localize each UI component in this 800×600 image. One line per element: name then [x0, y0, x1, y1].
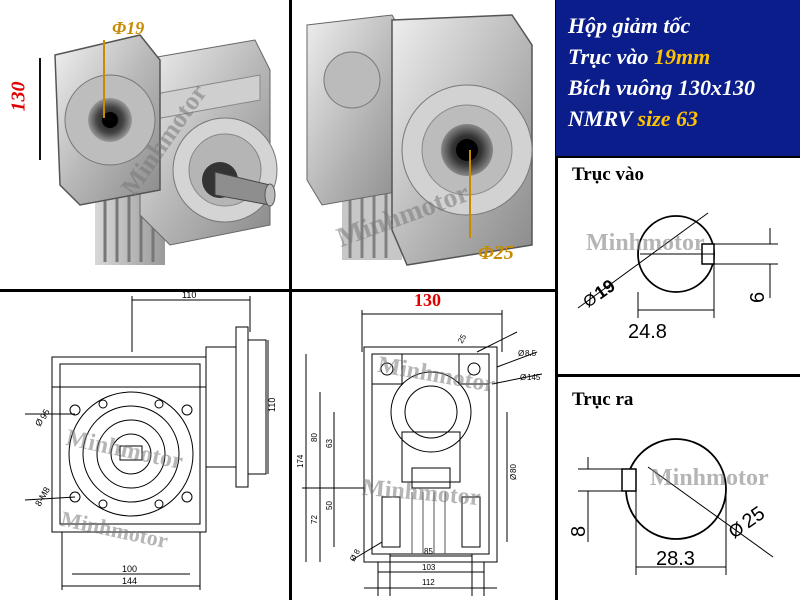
input-shaft-drawing: 24.8 6 Ø 19 — [577, 212, 778, 343]
side-dim-w1: 85 — [424, 547, 433, 556]
watermark-output-shaft: Minhmotor — [650, 465, 769, 491]
watermark-input-shaft: Minhmotor — [586, 230, 705, 256]
side-dim-hole: 8 — [352, 547, 362, 556]
side-dim-d2: 8.5 — [525, 349, 537, 358]
front-dim-total: 144 — [122, 576, 137, 586]
side-dim-d4: 80 — [509, 464, 518, 473]
side-dim-h1: 174 — [296, 454, 305, 468]
side-dim-d1: 25 — [456, 332, 469, 345]
front-view-drawing: 110 110 Ø 95 8-M8 100 144 — [24, 292, 277, 590]
title-line-2: Trục vào 19mm — [568, 41, 800, 72]
side-view-drawing: 25 Ø 8.5 Ø 145 174 80 63 72 50 Ø 80 Ø 8 … — [296, 310, 543, 596]
product-photo-side: Φ25 Minhmotor — [292, 0, 555, 289]
input-shaft-title: Trục vào — [572, 164, 644, 185]
front-dim-hole: 95 — [38, 407, 52, 421]
input-shaft-panel: Trục vào 24.8 6 Ø 19 Minhmotor — [558, 158, 800, 374]
gearbox-photo-1 — [39, 34, 278, 265]
front-dim-bolt: 8-M8 — [33, 485, 52, 508]
flange-height-label: 130 — [7, 81, 30, 112]
output-shaft-title: Trục ra — [572, 389, 634, 410]
side-dim-h2: 80 — [310, 433, 319, 442]
divider-h-left — [0, 289, 556, 292]
front-dim-hole-symbol: Ø — [33, 417, 45, 428]
divider-v-main — [555, 0, 558, 600]
input-shaft-size: 19mm — [653, 44, 711, 69]
side-dim-w3: 112 — [422, 578, 435, 587]
output-shaft-width-dim: 28.3 — [656, 548, 695, 570]
front-view-drawing-panel: 110 110 Ø 95 8-M8 100 144 Minhmotor Min — [0, 292, 289, 600]
product-photo-front: Φ19 130 Minhmotor — [0, 0, 289, 289]
side-dim-h3: 63 — [325, 439, 334, 448]
front-dim-flange: 110 — [267, 398, 277, 412]
output-shaft-key-dim: 8 — [568, 526, 590, 537]
side-dim-hole-symbol: Ø — [348, 553, 359, 563]
front-dim-top: 110 — [182, 292, 196, 300]
front-dim-inner: 100 — [122, 564, 137, 574]
input-shaft-width-dim: 24.8 — [628, 321, 667, 343]
output-shaft-diameter-label: Φ25 — [478, 242, 514, 264]
side-dim-d4-symbol: Ø — [509, 474, 518, 480]
title-line-2-prefix: Trục vào — [568, 44, 654, 69]
side-view-drawing-panel: 130 25 Ø 8.5 Ø 145 174 80 63 72 — [292, 292, 555, 600]
gearbox-size: size 63 — [637, 106, 699, 131]
title-line-4: NMRV size 63 — [568, 103, 800, 134]
side-dim-d3-symbol: Ø — [520, 373, 526, 382]
side-dim-w2: 103 — [422, 563, 436, 572]
product-title-box: Hộp giảm tốc Trục vào 19mm Bích vuông 13… — [556, 0, 800, 156]
side-dim-h4: 72 — [310, 515, 319, 524]
title-line-4-prefix: NMRV — [568, 106, 638, 131]
input-shaft-diameter-label: Φ19 — [112, 18, 145, 38]
output-shaft-drawing: 28.3 8 Ø 25 — [568, 438, 774, 575]
side-dim-d2-symbol: Ø — [518, 349, 524, 358]
divider-h-right-2 — [556, 374, 800, 377]
title-line-1: Hộp giảm tốc — [568, 13, 691, 38]
side-dim-d3: 145 — [527, 373, 541, 382]
input-shaft-key-dim: 6 — [747, 292, 769, 303]
output-shaft-panel: Trục ra 28.3 8 Ø 25 Minhmotor — [558, 377, 800, 600]
title-line-3: Bích vuông 130x130 — [568, 75, 756, 100]
divider-h-right-1 — [556, 156, 800, 158]
gearbox-photo-2 — [306, 14, 533, 266]
divider-v-left — [289, 0, 292, 600]
side-view-top-dim: 130 — [414, 292, 441, 310]
side-dim-h5: 50 — [325, 501, 334, 510]
